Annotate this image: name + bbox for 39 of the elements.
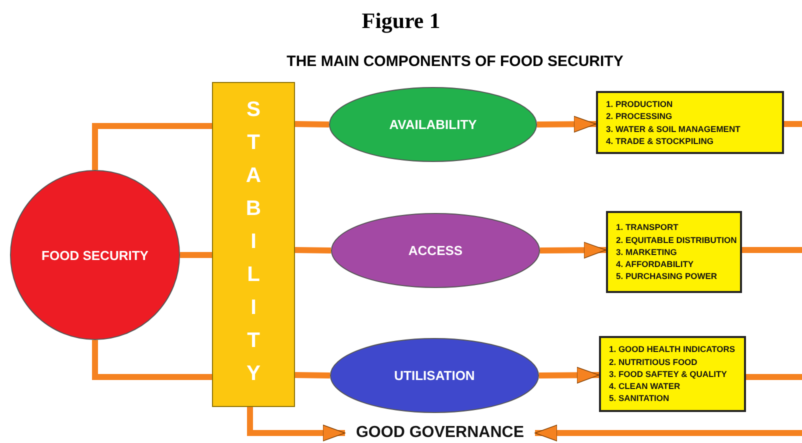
governance-label: GOOD GOVERNANCE (356, 424, 524, 442)
list-item: 4. AFFORDABILITY (616, 258, 694, 270)
node-label: UTILISATION (394, 368, 475, 383)
list-box (606, 211, 742, 293)
list-item: 2. NUTRITIOUS FOOD (609, 356, 698, 368)
connector-line (294, 247, 332, 254)
list-item: 4. CLEAN WATER (609, 380, 680, 392)
list-item: 4. TRADE & STOCKPILING (606, 134, 714, 148)
list-item: 5. PURCHASING POWER (616, 270, 718, 283)
list-item: 1. PRODUCTION (606, 98, 673, 110)
connector-line (92, 123, 212, 170)
list-item: 3. WATER & SOIL MANAGEMENT (606, 122, 740, 135)
connector-line (746, 374, 802, 380)
list-item: 1. GOOD HEALTH INDICATORS (609, 343, 736, 356)
vertical-label: STABILITY (245, 97, 262, 387)
figure-title: Figure 1 (360, 8, 442, 34)
list-item: 1. TRANSPORT (616, 221, 678, 234)
list-item: 3. FOOD SAFTEY & QUALITY (609, 368, 727, 380)
arrow (534, 424, 802, 442)
node-label: ACCESS (408, 243, 463, 258)
arrow (540, 242, 606, 259)
connector-line (92, 340, 212, 380)
node-label: AVAILABILITY (389, 117, 477, 132)
list-item: 2. EQUITABLE DISTRIBUTION (616, 234, 737, 246)
connector-line (784, 121, 802, 127)
list-box (599, 336, 746, 412)
stability-bar (212, 82, 295, 407)
list-item: 2. PROCESSING (606, 110, 672, 122)
node-label: FOOD SECURITY (42, 248, 148, 262)
connector-line (294, 121, 330, 128)
diagram-heading: THE MAIN COMPONENTS OF FOOD SECURITY (286, 53, 624, 70)
list-box (596, 91, 784, 154)
arrow (536, 116, 596, 133)
list-item: 5. SANITATION (609, 392, 670, 405)
connector-line (180, 252, 212, 258)
list-item: 3. MARKETING (616, 246, 677, 258)
connector-line (742, 247, 802, 253)
arrow (538, 366, 600, 384)
connector-line (294, 372, 330, 378)
